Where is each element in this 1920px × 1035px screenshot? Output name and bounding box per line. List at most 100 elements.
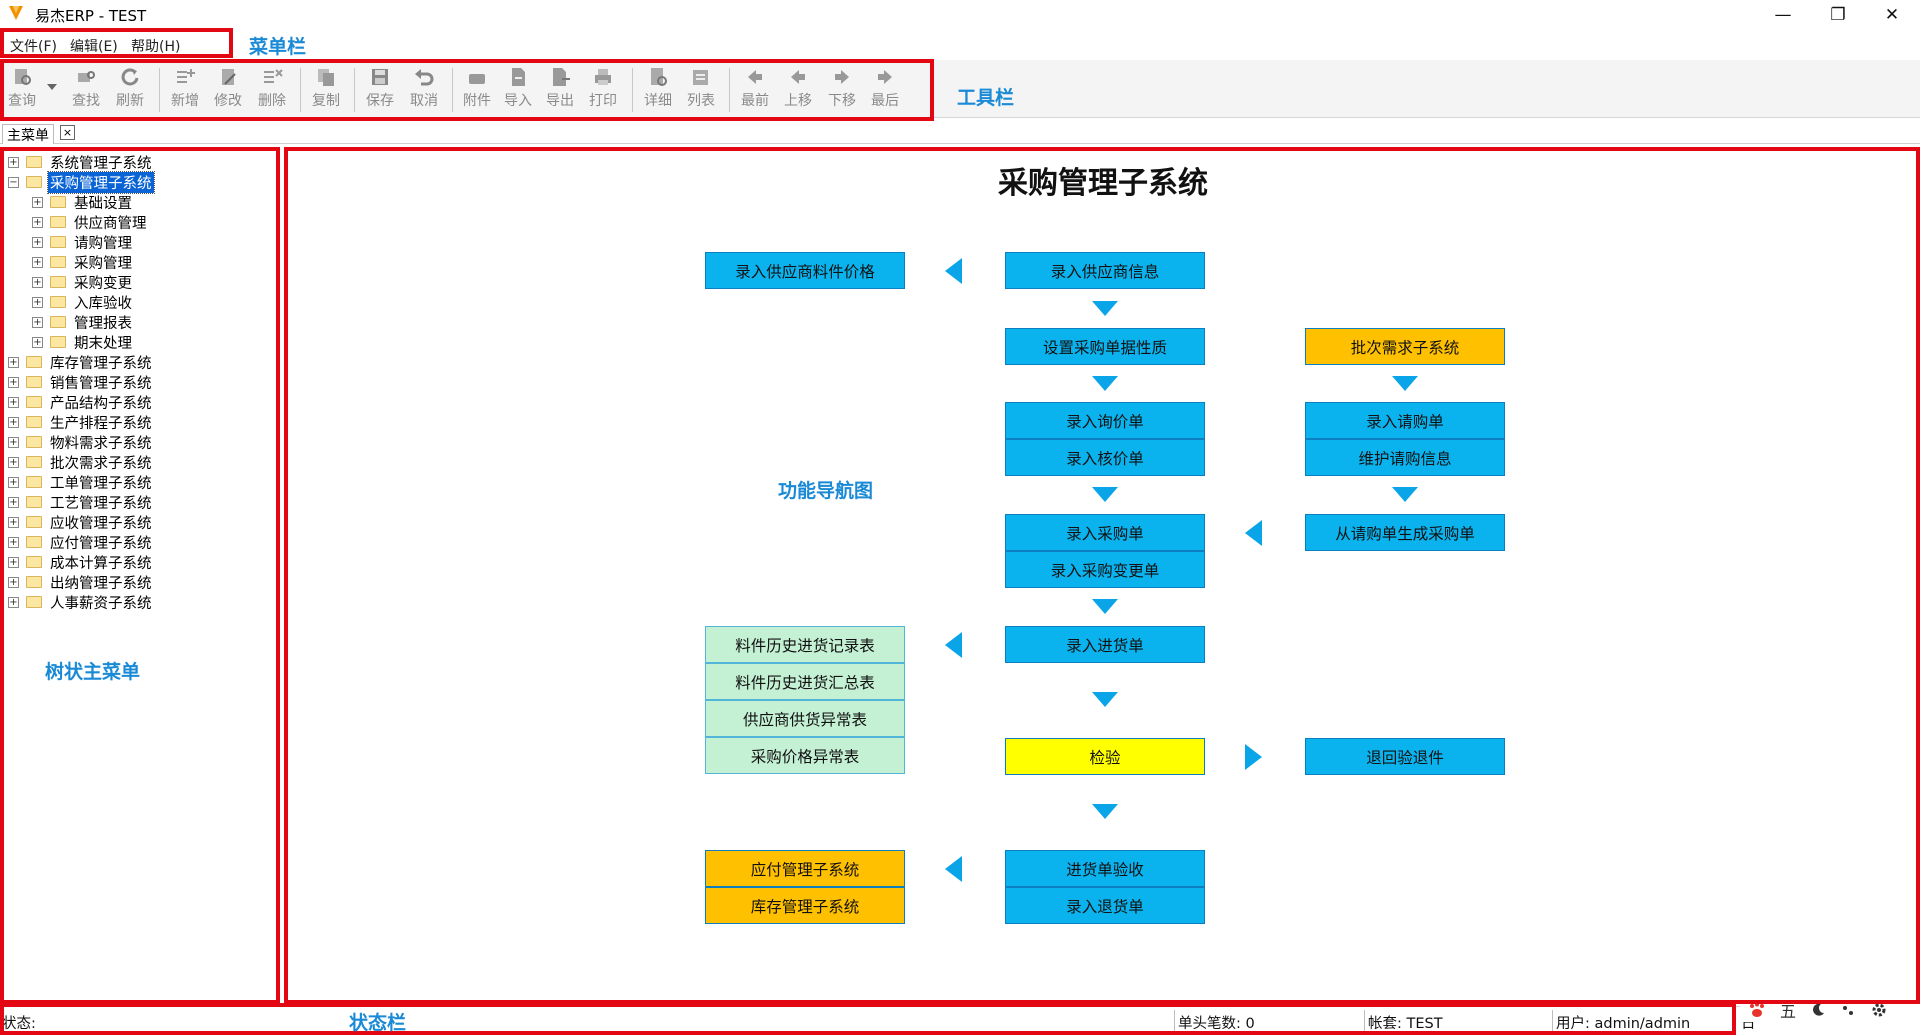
tree-node-batch[interactable]: +批次需求子系统: [8, 455, 152, 472]
flow-history-records[interactable]: 料件历史进货记录表: [705, 626, 905, 663]
tree-node-receiving[interactable]: +入库验收: [32, 295, 132, 312]
tree-node-purchase[interactable]: −采购管理子系统: [8, 170, 155, 194]
flow-vendor-info[interactable]: 录入供应商信息: [1005, 252, 1205, 289]
refresh-button[interactable]: 刷新: [110, 66, 150, 116]
flow-inventory-subsystem[interactable]: 库存管理子系统: [705, 887, 905, 924]
export-button[interactable]: 导出: [540, 66, 580, 116]
menu-help[interactable]: 帮助(H): [131, 39, 181, 55]
attach-button[interactable]: 附件: [457, 66, 497, 116]
flow-order-property[interactable]: 设置采购单据性质: [1005, 328, 1205, 365]
tree-node-requisition[interactable]: +请购管理: [32, 235, 132, 252]
punctuation-icon[interactable]: [1840, 1002, 1856, 1018]
save-button[interactable]: 保存: [360, 66, 400, 116]
import-button[interactable]: 导入: [498, 66, 538, 116]
last-button[interactable]: 最后: [865, 66, 905, 116]
tree-node-period-end[interactable]: +期末处理: [32, 335, 132, 352]
expand-icon[interactable]: +: [8, 476, 19, 488]
prev-button[interactable]: 上移: [778, 66, 818, 116]
flow-inquiry[interactable]: 录入询价单: [1005, 402, 1205, 439]
expand-icon[interactable]: +: [8, 416, 19, 428]
tree-node-receivable[interactable]: +应收管理子系统: [8, 515, 152, 532]
detail-button[interactable]: 详细: [638, 66, 678, 116]
query-dropdown-icon[interactable]: [47, 84, 57, 92]
expand-icon[interactable]: +: [8, 376, 19, 388]
query-button[interactable]: 查询: [2, 66, 42, 116]
flow-inspection[interactable]: 检验: [1005, 738, 1205, 775]
expand-icon[interactable]: +: [8, 556, 19, 568]
flow-vendor-exception[interactable]: 供应商供货异常表: [705, 700, 905, 737]
tree-node-cashier[interactable]: +出纳管理子系统: [8, 575, 152, 592]
list-button[interactable]: 列表: [681, 66, 721, 116]
tab-main-menu[interactable]: 主菜单: [2, 124, 54, 144]
expand-icon[interactable]: +: [8, 436, 19, 448]
tree-node-hr[interactable]: +人事薪资子系统: [8, 595, 152, 612]
expand-icon[interactable]: +: [32, 296, 43, 308]
flow-receipt[interactable]: 录入进货单: [1005, 626, 1205, 663]
flow-req-to-po[interactable]: 从请购单生成采购单: [1305, 514, 1505, 551]
expand-icon[interactable]: +: [8, 396, 19, 408]
menu-file[interactable]: 文件(F): [10, 39, 57, 55]
tab-close-icon[interactable]: ×: [60, 125, 75, 140]
collapse-icon[interactable]: −: [8, 176, 19, 188]
tree-node-purchase-change[interactable]: +采购变更: [32, 275, 132, 292]
tree-node-cost[interactable]: +成本计算子系统: [8, 555, 152, 572]
tree-node-reports[interactable]: +管理报表: [32, 315, 132, 332]
expand-icon[interactable]: +: [8, 516, 19, 528]
tree-node-payable[interactable]: +应付管理子系统: [8, 535, 152, 552]
flow-receipt-acceptance[interactable]: 进货单验收: [1005, 850, 1205, 887]
expand-icon[interactable]: +: [8, 496, 19, 508]
tree-node-scheduling[interactable]: +生产排程子系统: [8, 415, 152, 432]
paw-icon[interactable]: [1748, 1002, 1766, 1018]
flow-requisition[interactable]: 录入请购单: [1305, 402, 1505, 439]
expand-icon[interactable]: +: [32, 196, 43, 208]
flow-history-summary[interactable]: 料件历史进货汇总表: [705, 663, 905, 700]
expand-icon[interactable]: +: [32, 216, 43, 228]
flow-purchase-order[interactable]: 录入采购单: [1005, 514, 1205, 551]
expand-icon[interactable]: +: [32, 276, 43, 288]
expand-icon[interactable]: +: [8, 536, 19, 548]
expand-icon[interactable]: +: [32, 336, 43, 348]
tree-node-purchase-mgmt[interactable]: +采购管理: [32, 255, 132, 272]
flow-return-order[interactable]: 录入退货单: [1005, 887, 1205, 924]
next-button[interactable]: 下移: [822, 66, 862, 116]
expand-icon[interactable]: +: [8, 596, 19, 608]
flow-price-exception[interactable]: 采购价格异常表: [705, 737, 905, 774]
cancel-button[interactable]: 取消: [404, 66, 444, 116]
tree-node-vendor-mgmt[interactable]: +供应商管理: [32, 215, 147, 232]
copy-button[interactable]: 复制: [306, 66, 346, 116]
flow-batch-subsystem[interactable]: 批次需求子系统: [1305, 328, 1505, 365]
tree-node-mrp[interactable]: +物料需求子系统: [8, 435, 152, 452]
tree-node-basic-settings[interactable]: +基础设置: [32, 195, 132, 212]
expand-icon[interactable]: +: [8, 156, 19, 168]
tree-node-sales[interactable]: +销售管理子系统: [8, 375, 152, 392]
tree-node-process[interactable]: +工艺管理子系统: [8, 495, 152, 512]
find-button[interactable]: 查找: [66, 66, 106, 116]
moon-icon[interactable]: [1810, 1002, 1826, 1018]
expand-icon[interactable]: +: [8, 576, 19, 588]
expand-icon[interactable]: +: [32, 236, 43, 248]
tree-node-inventory[interactable]: +库存管理子系统: [8, 355, 152, 372]
flow-requisition-maintain[interactable]: 维护请购信息: [1305, 439, 1505, 476]
expand-icon[interactable]: +: [8, 456, 19, 468]
tree-node-workorder[interactable]: +工单管理子系统: [8, 475, 152, 492]
flow-return-inspected[interactable]: 退回验退件: [1305, 738, 1505, 775]
print-button[interactable]: 打印: [583, 66, 623, 116]
close-button[interactable]: ✕: [1884, 4, 1900, 25]
tree-node-system[interactable]: +系统管理子系统: [8, 155, 152, 172]
expand-icon[interactable]: +: [8, 356, 19, 368]
add-button[interactable]: 新增: [165, 66, 205, 116]
ime-mode-label[interactable]: 五: [1780, 1002, 1797, 1021]
modify-button[interactable]: 修改: [208, 66, 248, 116]
menu-edit[interactable]: 编辑(E): [70, 39, 118, 55]
flow-vendor-price[interactable]: 录入供应商料件价格: [705, 252, 905, 289]
expand-icon[interactable]: +: [32, 316, 43, 328]
flow-payable-subsystem[interactable]: 应付管理子系统: [705, 850, 905, 887]
expand-icon[interactable]: +: [32, 256, 43, 268]
flow-check-price[interactable]: 录入核价单: [1005, 439, 1205, 476]
delete-button[interactable]: 删除: [252, 66, 292, 116]
gear-icon[interactable]: [1870, 1001, 1888, 1019]
flow-po-change[interactable]: 录入采购变更单: [1005, 551, 1205, 588]
minimize-button[interactable]: —: [1774, 4, 1792, 25]
tree-node-bom[interactable]: +产品结构子系统: [8, 395, 152, 412]
first-button[interactable]: 最前: [735, 66, 775, 116]
